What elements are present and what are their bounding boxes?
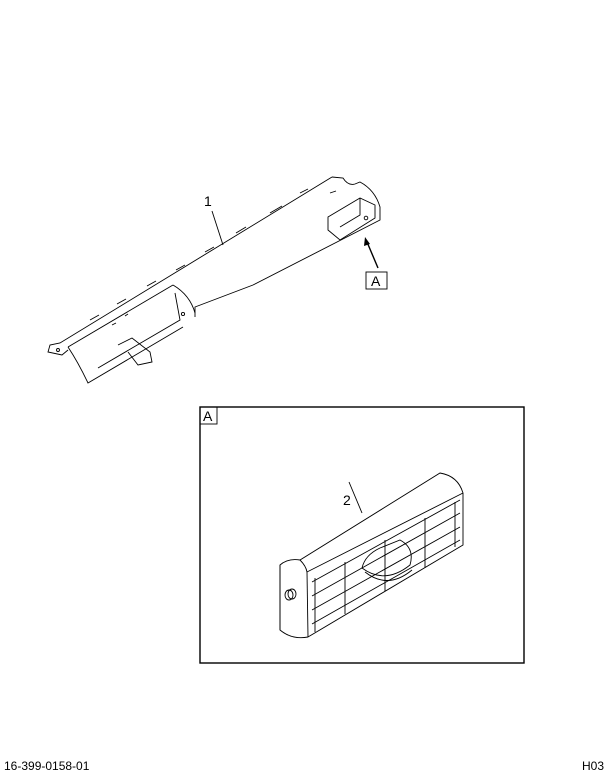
sheet-code: H03 xyxy=(581,759,604,773)
detail-a-reference: A xyxy=(364,237,388,290)
drawing-number: 16-399-0158-01 xyxy=(4,759,90,773)
duct-drawing xyxy=(47,176,381,384)
detail-a-box: A xyxy=(199,406,525,664)
callout-2-leader xyxy=(348,481,363,514)
callout-1: 1 xyxy=(204,193,224,246)
detail-a-box-label: A xyxy=(203,408,213,424)
callout-2-label: 2 xyxy=(343,492,351,508)
arrow-head-icon xyxy=(364,237,370,246)
callout-1-label: 1 xyxy=(204,193,212,209)
reference-arrow xyxy=(366,241,379,269)
callout-1-leader xyxy=(211,210,224,246)
detail-a-reference-label: A xyxy=(371,273,381,289)
callout-2: 2 xyxy=(343,481,363,514)
grille-drawing xyxy=(279,472,464,639)
